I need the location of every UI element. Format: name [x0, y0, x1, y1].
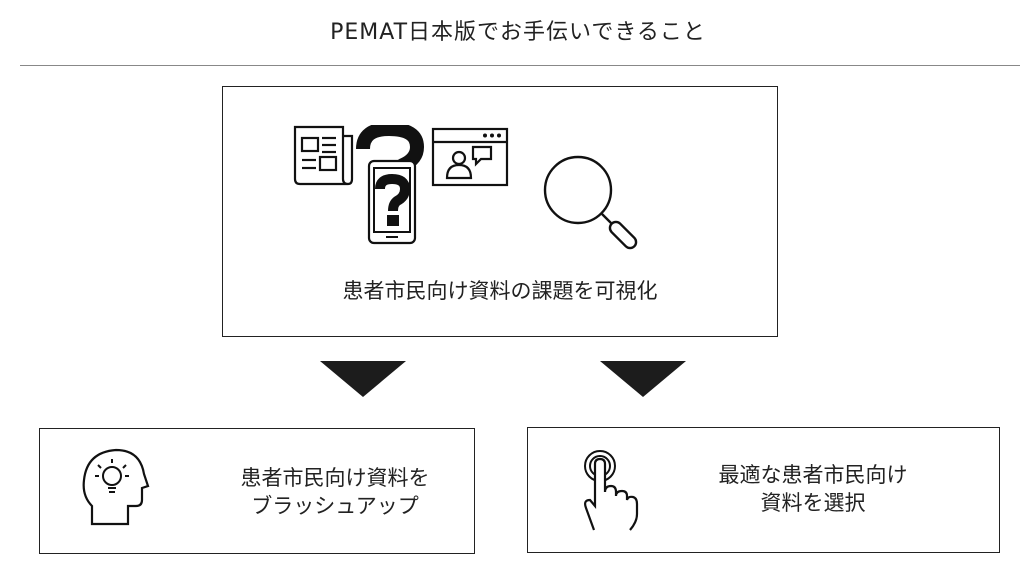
right-card: 最適な患者市民向け 資料を選択: [527, 427, 1000, 553]
right-card-caption: 最適な患者市民向け 資料を選択: [663, 461, 963, 517]
left-card-caption: 患者市民向け資料を ブラッシュアップ: [190, 464, 480, 520]
left-card: 患者市民向け資料を ブラッシュアップ: [39, 428, 475, 554]
top-card-caption: 患者市民向け資料の課題を可視化: [342, 279, 658, 303]
right-caption-line1: 最適な患者市民向け: [718, 463, 908, 487]
finger-tap-icon: [584, 450, 639, 531]
divider: [20, 65, 1020, 66]
web-chat-icon: [431, 127, 509, 187]
newspaper-icon: [293, 125, 354, 186]
page-title: PEMAT日本版でお手伝いできること: [330, 20, 706, 45]
head-lightbulb-icon: [82, 448, 150, 526]
smartphone-icon: [367, 159, 417, 245]
arrow-down-right: [600, 361, 686, 397]
right-caption-line2: 資料を選択: [760, 491, 866, 515]
arrow-down-left: [320, 361, 406, 397]
left-caption-line1: 患者市民向け資料を: [240, 466, 430, 490]
top-card: 患者市民向け資料の課題を可視化: [222, 86, 778, 337]
magnifier-icon: [543, 155, 638, 250]
left-caption-line2: ブラッシュアップ: [251, 494, 419, 518]
